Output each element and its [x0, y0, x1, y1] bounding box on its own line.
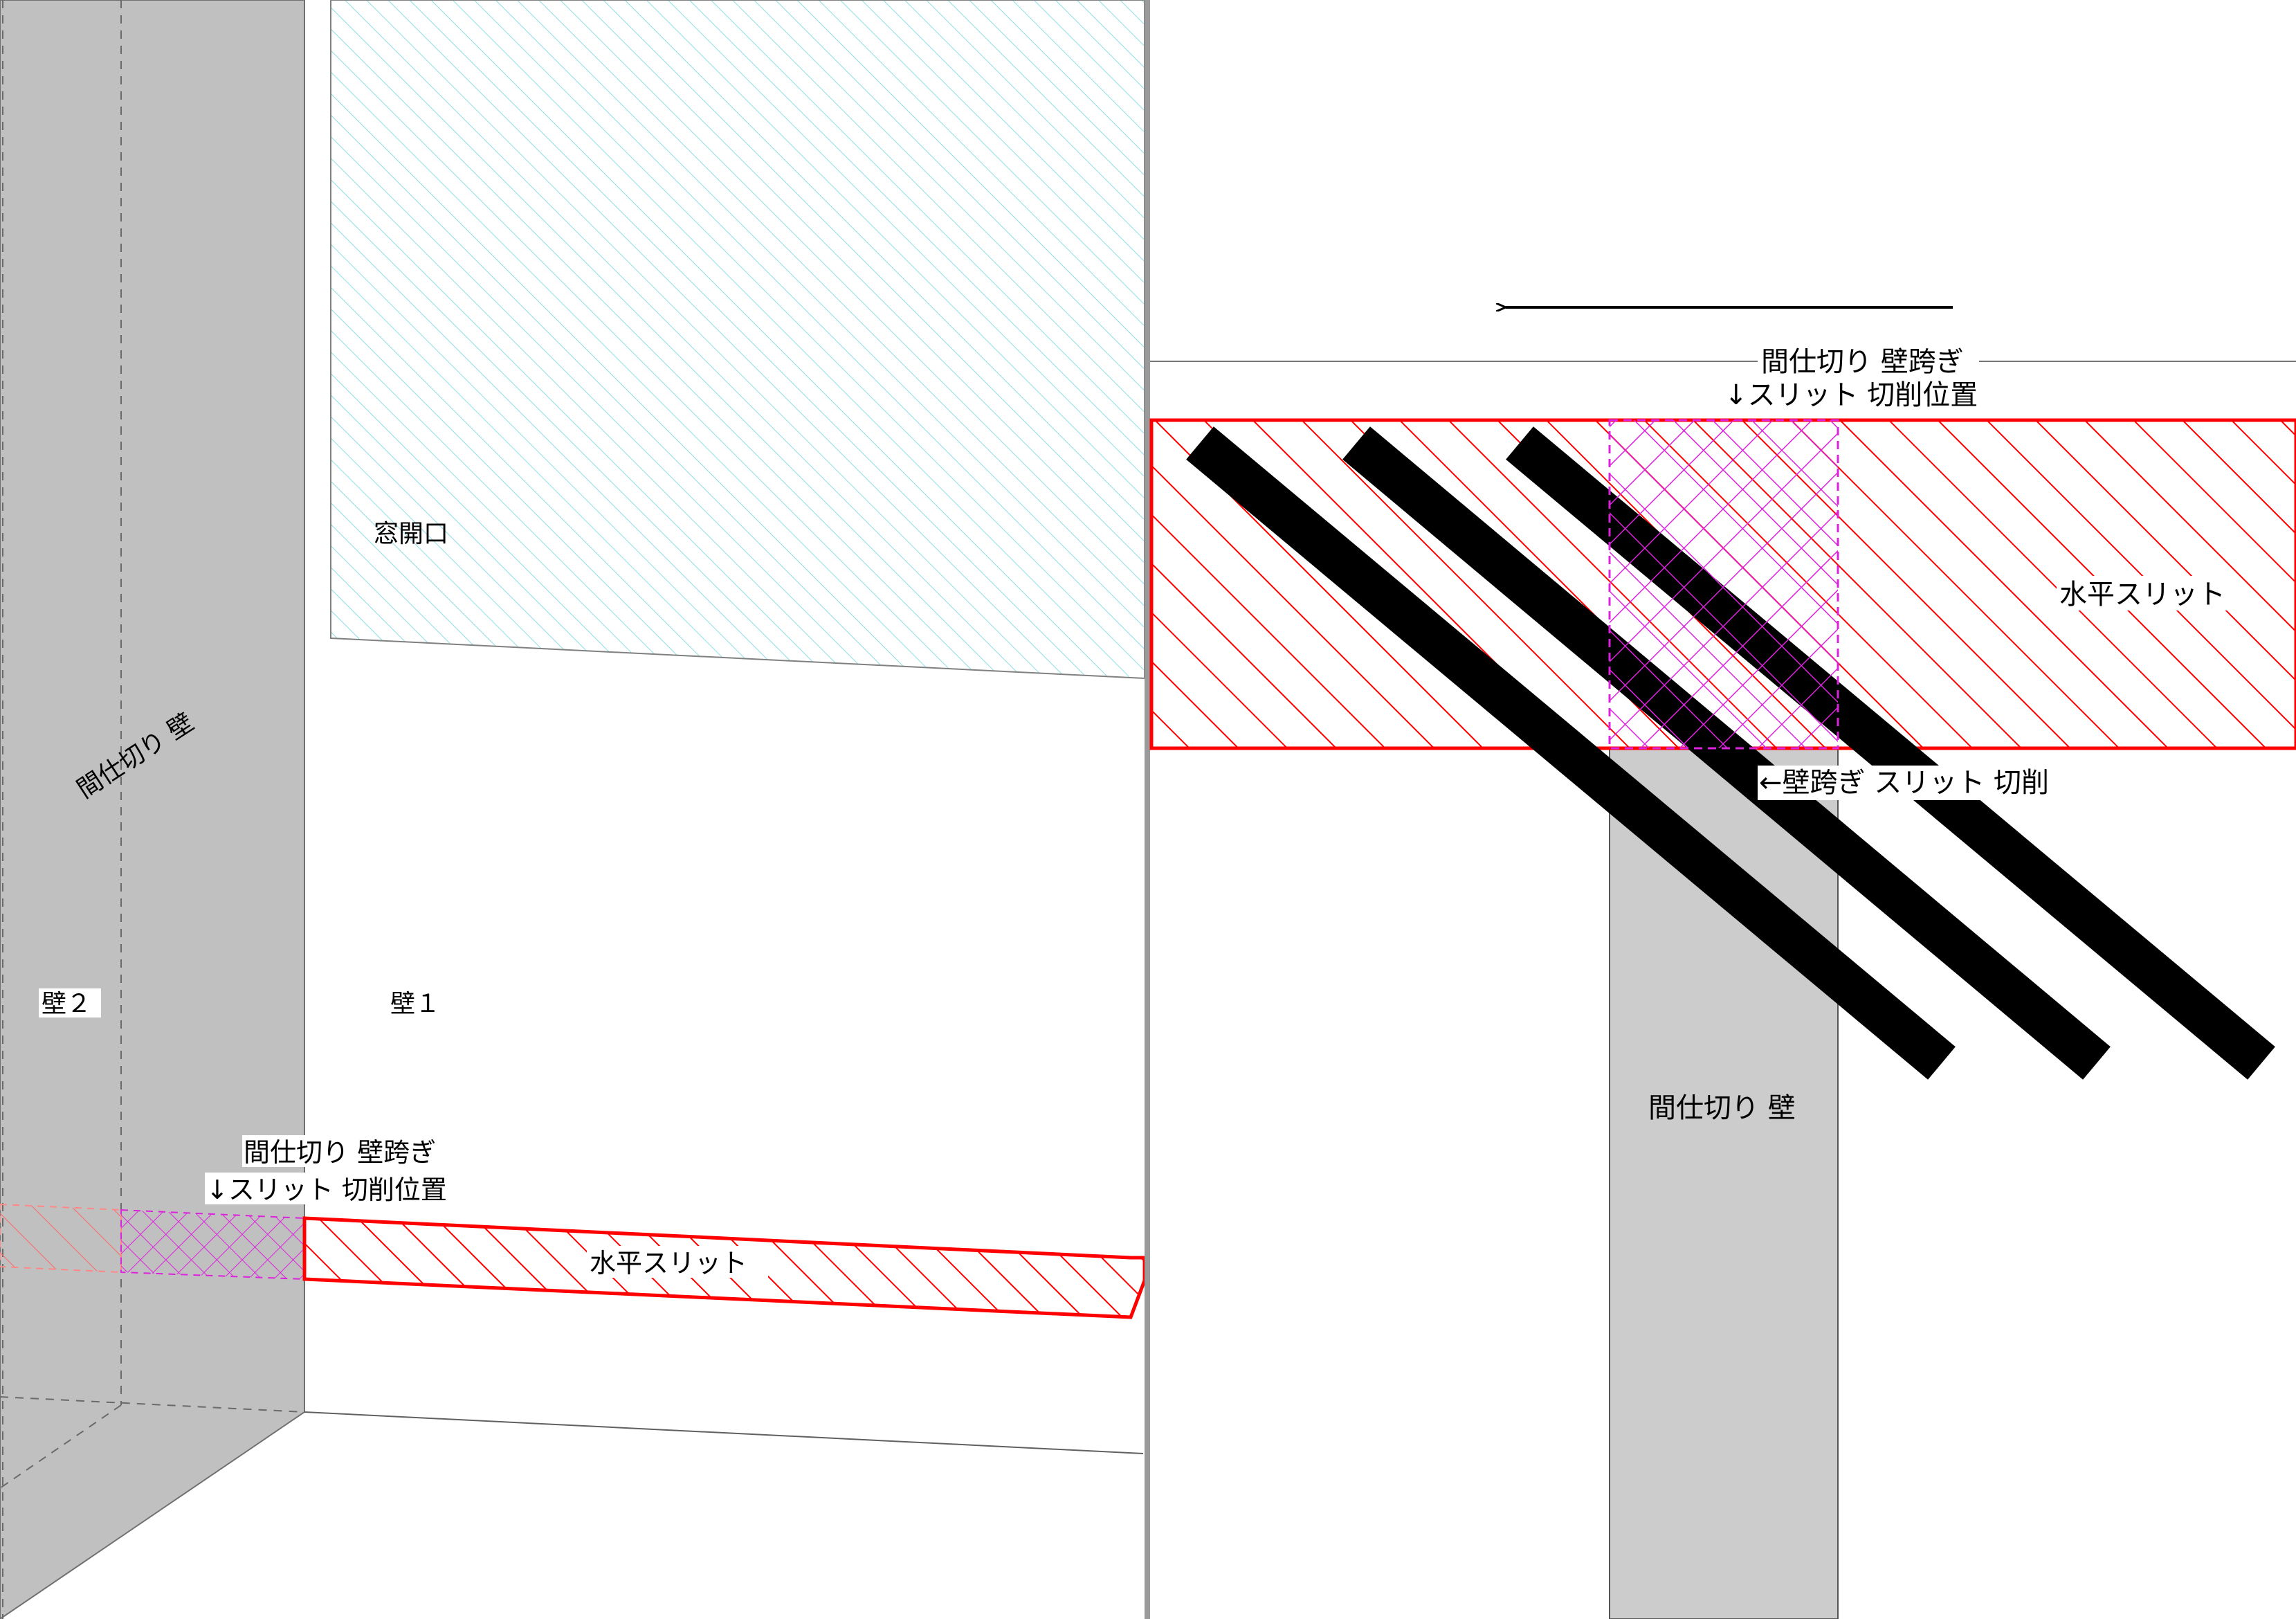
view-divider — [1145, 0, 1150, 1619]
crosshatch-cut-zone-left — [120, 1209, 305, 1281]
right-view: 間仕切り 壁跨ぎ ↓スリット 切削位置 水平スリット ←壁跨ぎ スリット 切削 … — [1149, 307, 2296, 1619]
cut-line1-bg — [242, 1135, 457, 1167]
slit-label-bg-left — [587, 1246, 768, 1278]
cut-position-line2-right: ↓スリット 切削位置 — [1724, 379, 1978, 411]
saw-blade-2 — [1342, 426, 2111, 1080]
wall2-label: 壁２ — [42, 990, 91, 1018]
saw-blade-1 — [1186, 426, 1956, 1080]
wall1-label: 壁１ — [390, 990, 440, 1018]
slit-label-bg-right — [2057, 576, 2238, 610]
crosshatch-cut-zone-right — [1608, 419, 1839, 750]
hidden-edge-diagonal — [0, 1404, 122, 1489]
hidden-edge-floor — [0, 1396, 305, 1413]
cut-position-line2-left: ↓スリット 切削位置 — [206, 1175, 447, 1205]
slit-hidden-segment — [0, 1203, 122, 1274]
slit-label-right: 水平スリット — [2059, 579, 2225, 610]
slit-cut-note: ←壁跨ぎ スリット 切削 — [1759, 767, 2049, 799]
wall2-label-bg — [39, 988, 101, 1017]
cut-position-line1-right: 間仕切り 壁跨ぎ — [1761, 346, 1964, 378]
window-label: 窓開口 — [374, 520, 448, 548]
floor-edge — [304, 1411, 1144, 1454]
window-opening — [330, 0, 1145, 680]
partition-wall-left — [0, 0, 305, 1619]
slit-label-left: 水平スリット — [590, 1248, 747, 1278]
partition-wall-label-right: 間仕切り 壁 — [1648, 1092, 1796, 1124]
left-view: 間仕切り 壁 窓開口 壁２ 壁１ 間仕切り 壁跨ぎ ↓スリット 切削位置 水平ス… — [0, 0, 1147, 1619]
cut-line1-bg-right — [1758, 345, 1979, 378]
cut-note-bg — [1758, 766, 2069, 800]
cut-line2-bg — [205, 1173, 482, 1204]
cut-position-line1-left: 間仕切り 壁跨ぎ — [244, 1137, 436, 1168]
